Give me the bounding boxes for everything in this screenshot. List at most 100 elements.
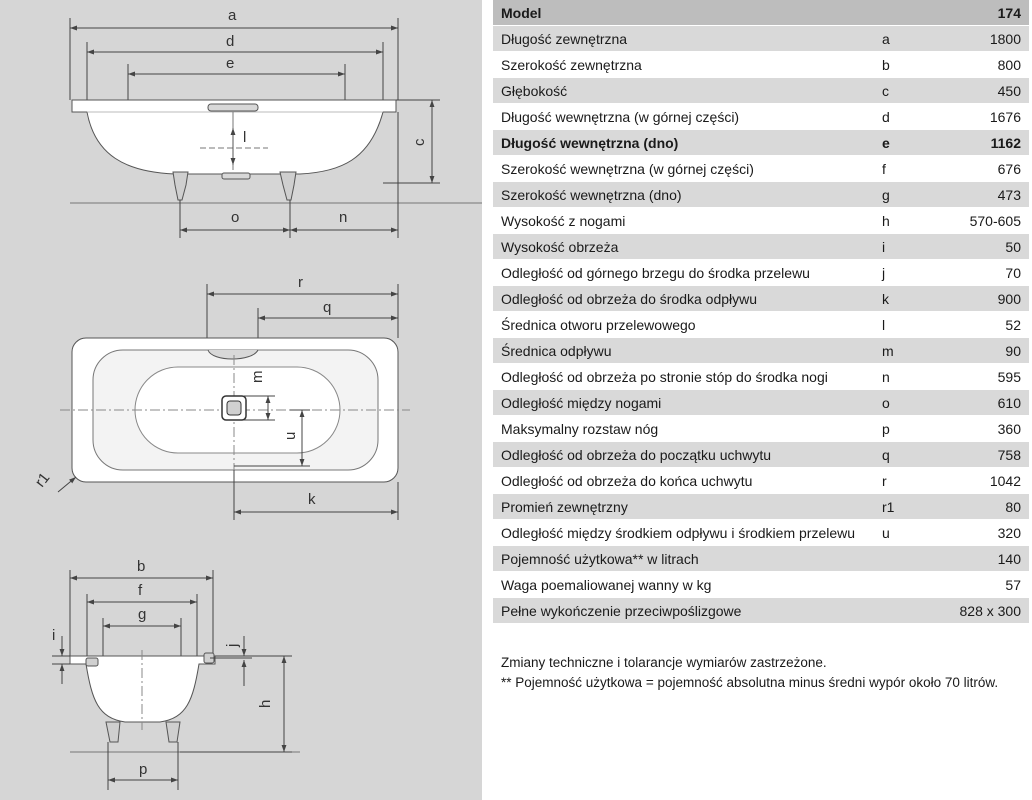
row-symbol: h — [874, 207, 945, 234]
row-label: Waga poemaliowanej wanny w kg — [493, 571, 874, 598]
row-symbol: o — [874, 389, 945, 416]
row-value: 758 — [945, 441, 1029, 468]
row-value: 140 — [945, 545, 1029, 572]
row-symbol: f — [874, 155, 945, 182]
dim-label-n: n — [339, 209, 347, 226]
row-label: Głębokość — [493, 77, 874, 104]
row-value: 473 — [945, 181, 1029, 208]
row-value: 610 — [945, 389, 1029, 416]
footnote-capacity: ** Pojemność użytkowa = pojemność absolu… — [501, 675, 999, 690]
row-value: 676 — [945, 155, 1029, 182]
row-label: Maksymalny rozstaw nóg — [493, 415, 874, 442]
row-label: Odległość od obrzeża po stronie stóp do … — [493, 363, 874, 390]
row-symbol: d — [874, 103, 945, 130]
row-label: Promień zewnętrzny — [493, 493, 874, 520]
row-symbol: g — [874, 181, 945, 208]
row-value: 90 — [945, 337, 1029, 364]
dim-label-d: d — [226, 33, 234, 50]
row-symbol: p — [874, 415, 945, 442]
dim-label-q: q — [323, 299, 331, 316]
row-symbol — [874, 545, 945, 572]
row-label: Odległość od obrzeża do początku uchwytu — [493, 441, 874, 468]
table-header-row: Model 174 — [493, 0, 1029, 26]
table-row: Pojemność użytkowa** w litrach 140 — [493, 545, 1029, 572]
dim-label-p: p — [139, 761, 147, 778]
row-value: 50 — [945, 233, 1029, 260]
header-label: Model — [493, 0, 874, 26]
row-symbol: c — [874, 77, 945, 104]
dim-label-f: f — [138, 582, 143, 599]
row-symbol: i — [874, 233, 945, 260]
row-value: 828 x 300 — [945, 597, 1029, 624]
row-value: 57 — [945, 571, 1029, 598]
table-row: Odległość między środkiem odpływu i środ… — [493, 519, 1029, 546]
dim-label-h: h — [257, 700, 274, 708]
dim-label-m: m — [249, 371, 266, 384]
dim-label-k: k — [308, 491, 316, 508]
dim-label-u: u — [282, 432, 299, 440]
dim-label-j: j — [224, 644, 241, 648]
row-label: Wysokość obrzeża — [493, 233, 874, 260]
row-value: 1042 — [945, 467, 1029, 494]
row-label: Średnica otworu przelewowego — [493, 311, 874, 338]
row-value: 70 — [945, 259, 1029, 286]
row-value: 1676 — [945, 103, 1029, 130]
row-label: Długość wewnętrzna (w górnej części) — [493, 103, 874, 130]
row-label: Odległość od górnego brzegu do środka pr… — [493, 259, 874, 286]
row-symbol — [874, 571, 945, 598]
row-symbol: a — [874, 25, 945, 52]
dim-label-l: l — [243, 129, 246, 146]
row-symbol: m — [874, 337, 945, 364]
row-value: 52 — [945, 311, 1029, 338]
row-value: 1800 — [945, 25, 1029, 52]
table-row: Odległość od obrzeża po stronie stóp do … — [493, 363, 1029, 390]
row-value: 320 — [945, 519, 1029, 546]
row-value: 450 — [945, 77, 1029, 104]
header-symbol — [874, 0, 945, 26]
row-symbol: n — [874, 363, 945, 390]
dim-label-e: e — [226, 55, 234, 72]
row-symbol: e — [874, 129, 945, 156]
dim-label-r: r — [298, 274, 303, 291]
dim-label-r1: r1 — [32, 469, 54, 490]
row-value: 1162 — [945, 129, 1029, 156]
row-symbol: u — [874, 519, 945, 546]
row-label: Odległość między nogami — [493, 389, 874, 416]
row-value: 360 — [945, 415, 1029, 442]
row-label: Wysokość z nogami — [493, 207, 874, 234]
row-label: Odległość od obrzeża do końca uchwytu — [493, 467, 874, 494]
row-label: Odległość od obrzeża do środka odpływu — [493, 285, 874, 312]
row-label: Szerokość wewnętrzna (w górnej części) — [493, 155, 874, 182]
table-row: Waga poemaliowanej wanny w kg 57 — [493, 571, 1029, 598]
row-value: 80 — [945, 493, 1029, 520]
row-value: 900 — [945, 285, 1029, 312]
row-symbol: r — [874, 467, 945, 494]
footnote-tolerances: Zmiany techniczne i tolarancje wymiarów … — [501, 655, 827, 670]
row-symbol: k — [874, 285, 945, 312]
row-symbol: r1 — [874, 493, 945, 520]
table-row: Odległość od górnego brzegu do środka pr… — [493, 259, 1029, 286]
dim-label-i: i — [52, 627, 55, 644]
row-label: Pojemność użytkowa** w litrach — [493, 545, 874, 572]
dim-label-o: o — [231, 209, 239, 226]
dim-label-c: c — [411, 138, 428, 146]
header-value: 174 — [945, 0, 1029, 26]
dim-label-a: a — [228, 7, 237, 24]
row-symbol — [874, 597, 945, 624]
row-symbol: b — [874, 51, 945, 78]
table-row: Odległość od obrzeża do początku uchwytu… — [493, 441, 1029, 468]
